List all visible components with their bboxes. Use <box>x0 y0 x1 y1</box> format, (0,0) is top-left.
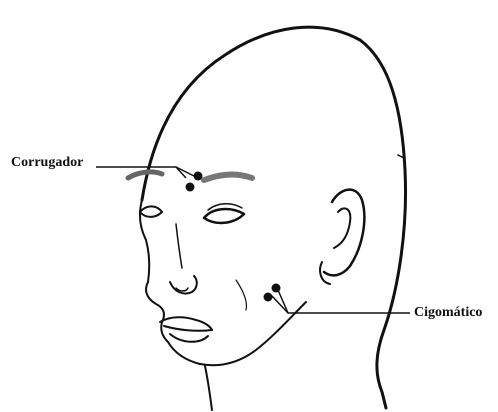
cigomatico-leader-branch <box>278 290 288 313</box>
cheek-line <box>236 280 247 310</box>
right-eye <box>204 209 244 223</box>
corrugador-marker-2 <box>194 172 203 181</box>
nose-bridge <box>176 224 182 268</box>
upper-lip <box>160 317 212 330</box>
right-eyebrow <box>204 174 252 180</box>
ear <box>324 190 364 276</box>
jaw-line <box>200 302 306 365</box>
corrugador-label: Corrugador <box>11 155 83 171</box>
lower-lip <box>170 334 208 342</box>
head-outline <box>142 27 406 408</box>
left-eye <box>140 206 162 217</box>
ear-inner <box>334 208 350 248</box>
cigomatico-marker-1 <box>264 293 273 302</box>
mouth-line <box>164 326 212 331</box>
corrugador-marker-1 <box>186 183 195 192</box>
corrugador-leader-branch <box>176 167 194 176</box>
cigomatico-marker-2 <box>272 284 281 293</box>
cigomatico-label: Cigomático <box>414 305 482 321</box>
neck-line <box>205 366 212 410</box>
